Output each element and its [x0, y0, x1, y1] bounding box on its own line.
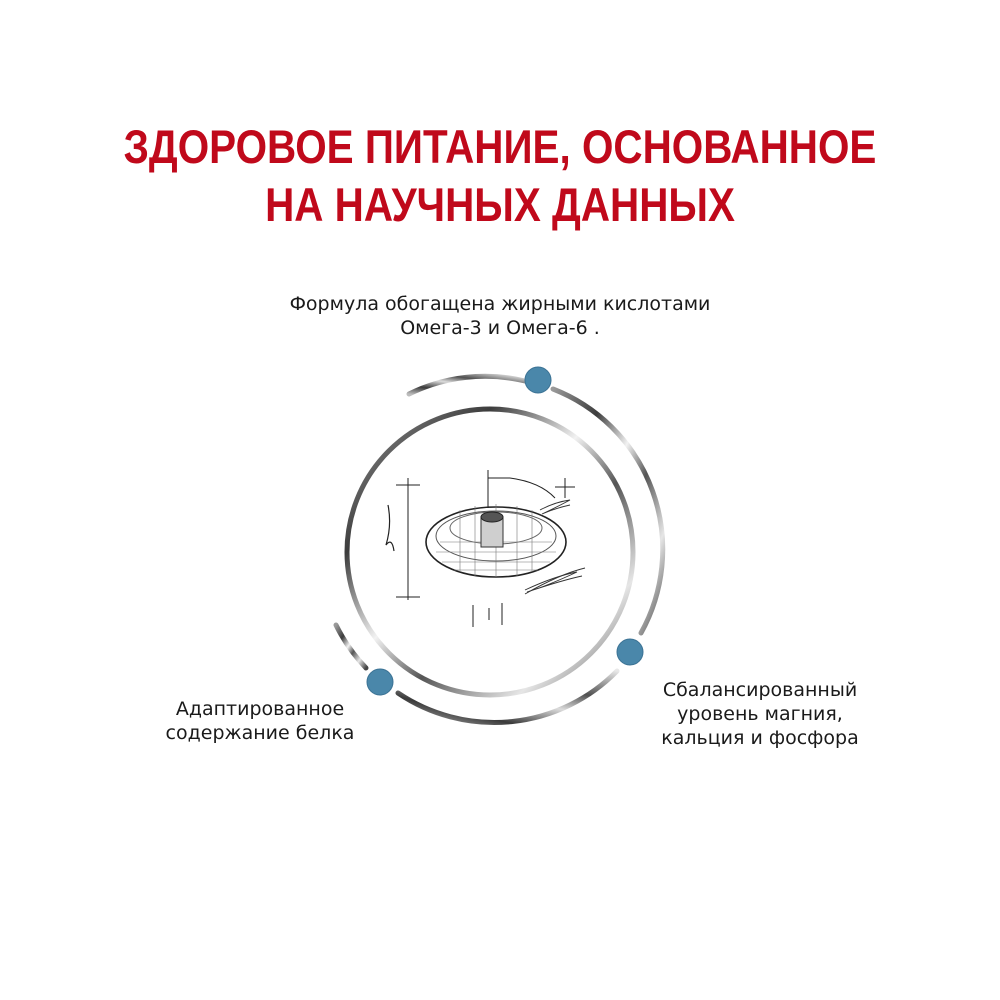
outer-arc-right [550, 386, 666, 636]
feature-protein-line-2: содержание белка [165, 722, 355, 744]
kibble-sketch-icon [385, 470, 586, 627]
feature-omega-line-1: Формула обогащена жирными кислотами [289, 293, 711, 315]
page-title: ЗДОРОВОЕ ПИТАНИЕ, ОСНОВАННОЕ НА НАУЧНЫХ … [70, 118, 930, 234]
dot-left [366, 668, 394, 696]
feature-protein: Адаптированное содержание белка [140, 697, 380, 745]
dot-top [524, 366, 552, 394]
outer-arc-left [333, 622, 369, 671]
feature-protein-line-1: Адаптированное [175, 698, 345, 720]
title-line-2: НА НАУЧНЫХ ДАННЫХ [265, 178, 735, 231]
outer-arc-bottom [395, 668, 620, 725]
dot-right [616, 638, 644, 666]
inner-ring [344, 406, 636, 698]
feature-omega-line-2: Омега-3 и Омега-6 . [400, 317, 600, 339]
feature-minerals-line-3: кальция и фосфора [661, 727, 859, 749]
feature-minerals: Сбалансированный уровень магния, кальция… [625, 678, 895, 750]
outer-arc-top [406, 373, 528, 397]
feature-minerals-line-1: Сбалансированный [662, 679, 858, 701]
title-line-1: ЗДОРОВОЕ ПИТАНИЕ, ОСНОВАННОЕ [123, 120, 877, 173]
feature-omega: Формула обогащена жирными кислотами Омег… [240, 292, 760, 340]
feature-minerals-line-2: уровень магния, [677, 703, 843, 725]
